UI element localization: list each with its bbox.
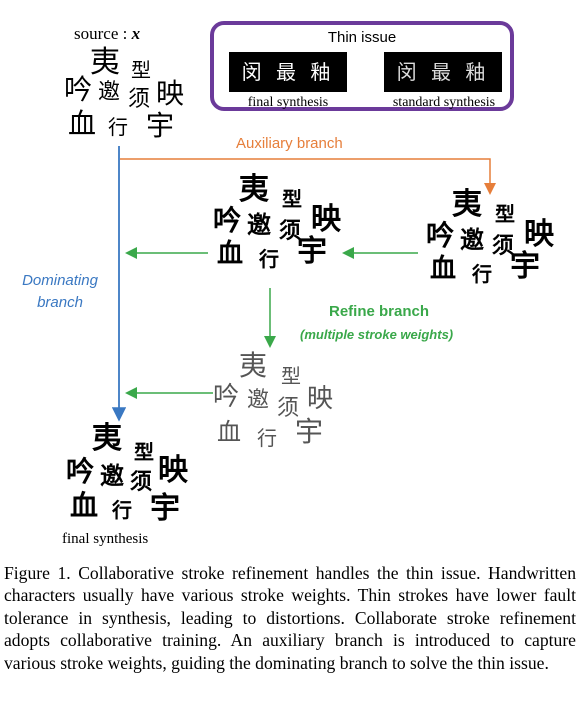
char-1: 夷 <box>452 187 482 222</box>
char-4: 邀 <box>247 388 270 413</box>
char-4: 邀 <box>247 211 271 239</box>
char-6: 映 <box>158 453 188 488</box>
char-8: 行 <box>112 498 132 522</box>
final-sample-image: 闵 最 釉 <box>229 52 347 92</box>
char-1: 夷 <box>239 349 268 382</box>
dominating-line-2: branch <box>37 294 83 311</box>
char-9: 宇 <box>297 234 327 269</box>
char-8: 行 <box>259 247 279 271</box>
char-3: 吟 <box>213 382 240 412</box>
char-9: 宇 <box>150 491 180 526</box>
char-1: 夷 <box>239 172 269 207</box>
char-6: 映 <box>156 77 185 110</box>
source-label-text: source : <box>74 24 132 43</box>
char-8: 行 <box>108 115 128 139</box>
char-3: 吟 <box>64 73 93 106</box>
char-7: 血 <box>430 254 457 284</box>
char-8: 行 <box>472 262 492 286</box>
char-9: 宇 <box>146 109 175 142</box>
char-2: 型 <box>134 440 154 464</box>
char-8: 行 <box>257 426 277 450</box>
char-2: 型 <box>495 202 515 226</box>
char-4: 邀 <box>460 226 484 254</box>
thin-standard-label: standard synthesis <box>392 95 496 110</box>
char-2: 型 <box>282 187 302 211</box>
char-9: 宇 <box>295 415 324 448</box>
char-2: 型 <box>281 364 301 388</box>
char-5: 须 <box>128 87 151 112</box>
thin-final-label: final synthesis <box>247 95 329 110</box>
char-6: 映 <box>524 217 554 252</box>
source-label: source : x <box>74 24 140 44</box>
char-3: 吟 <box>66 455 95 488</box>
auxiliary-branch-arrow <box>120 158 496 195</box>
char-5: 须 <box>277 396 300 421</box>
char-2: 型 <box>131 58 151 82</box>
thin-issue-title: Thin issue <box>327 29 397 46</box>
dominating-branch-label: Dominating branch <box>22 270 98 314</box>
char-4: 邀 <box>100 462 124 490</box>
thin-issue-box <box>210 21 514 111</box>
refine-branch-sublabel: (multiple stroke weights) <box>300 327 454 342</box>
final-synthesis-label: final synthesis <box>62 531 149 547</box>
char-7: 血 <box>70 489 99 522</box>
char-7: 血 <box>217 418 241 446</box>
char-1: 夷 <box>90 45 120 80</box>
dominating-line-1: Dominating <box>22 272 98 289</box>
char-1: 夷 <box>92 421 122 456</box>
char-7: 血 <box>217 239 244 269</box>
char-5: 须 <box>492 234 515 259</box>
branch-arrows <box>111 146 496 422</box>
refine-branch-label: Refine branch <box>329 303 430 320</box>
char-3: 吟 <box>213 204 242 237</box>
char-6: 映 <box>307 384 334 414</box>
auxiliary-branch-label: Auxiliary branch <box>236 135 343 152</box>
char-5: 须 <box>130 470 153 495</box>
char-7: 血 <box>68 107 97 140</box>
char-9: 宇 <box>510 249 540 284</box>
char-6: 映 <box>311 202 341 237</box>
char-4: 邀 <box>98 80 121 105</box>
standard-sample-image: 闵 最 釉 <box>384 52 502 92</box>
figure-caption: Figure 1. Collaborative stroke refinemen… <box>4 563 576 673</box>
char-3: 吟 <box>426 219 455 252</box>
char-5: 须 <box>279 219 302 244</box>
source-variable: x <box>131 24 141 43</box>
